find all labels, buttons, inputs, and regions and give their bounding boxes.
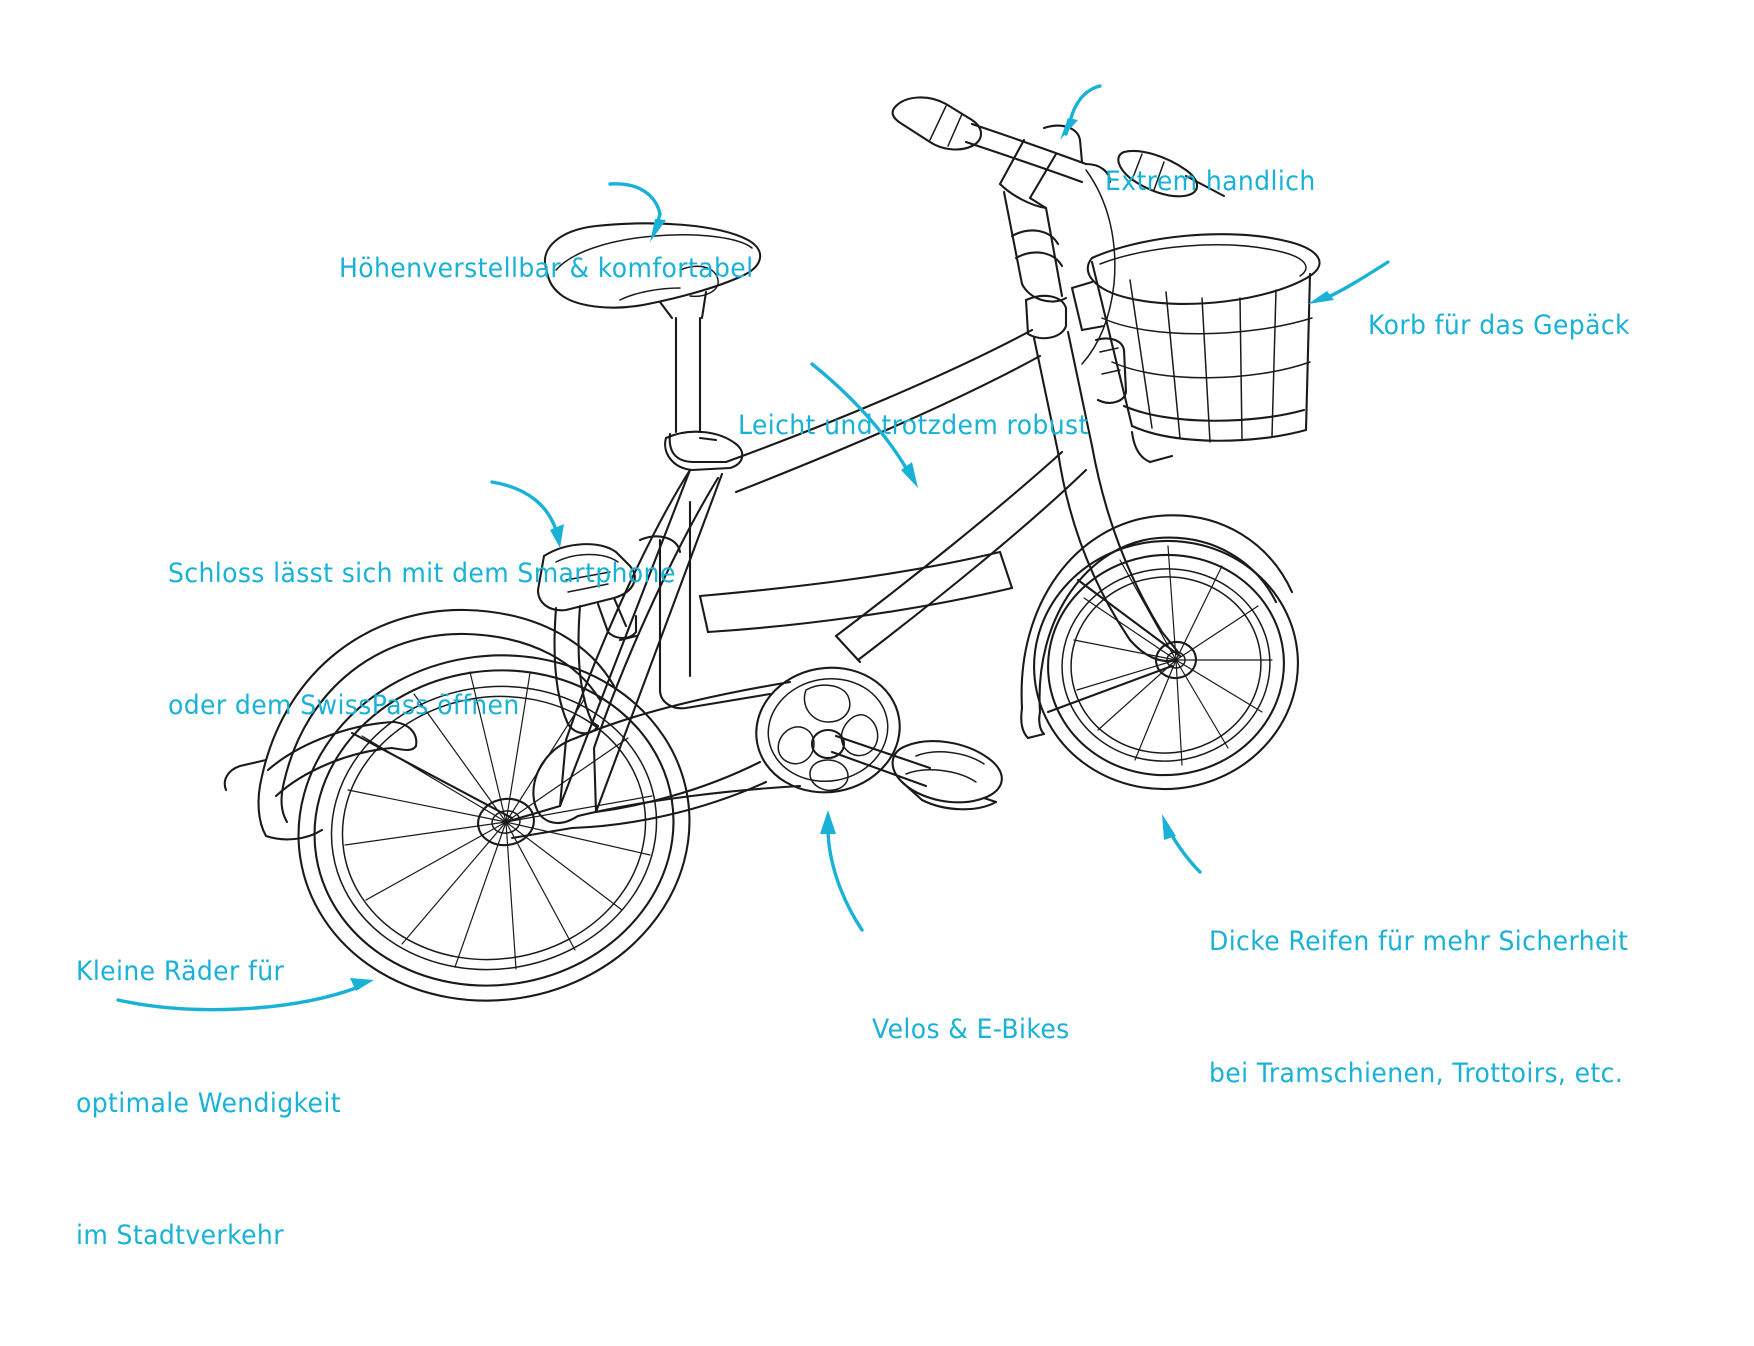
smart-lock xyxy=(536,535,682,735)
annotation-line: Velos & E-Bikes xyxy=(872,1014,1070,1045)
bicycle-illustration: .ln { fill:none; stroke:#1a1a1a; stroke-… xyxy=(116,84,1390,1012)
annotation-line: oder dem SwissPass öffnen xyxy=(168,690,520,721)
annotation-dicke-reifen: Dicke Reifen für mehr Sicherheit bei Tra… xyxy=(1209,832,1628,1184)
rear-fender xyxy=(223,608,616,841)
annotation-line: Kleine Räder für xyxy=(76,956,285,987)
annotation-line: Schloss lässt sich mit dem Smartphone xyxy=(168,558,676,589)
annotation-kleine-raeder: Kleine Räder für optimale Wendigkeit im … xyxy=(76,862,341,1346)
front-fender xyxy=(1020,514,1294,740)
annotation-line: optimale Wendigkeit xyxy=(76,1088,341,1119)
rear-carrier xyxy=(266,720,418,798)
infographic-canvas: .ln { fill:none; stroke:#1a1a1a; stroke-… xyxy=(76,72,1630,1251)
rear-wheel xyxy=(297,654,691,1002)
annotation-line: im Stadtverkehr xyxy=(76,1220,284,1251)
arrow-extrem-handlich xyxy=(1060,84,1102,140)
arrow-schloss xyxy=(490,480,564,548)
arrow-korb xyxy=(1308,260,1390,304)
annotation-velos-ebikes: Velos & E-Bikes xyxy=(872,920,1070,1140)
annotation-schloss: Schloss lässt sich mit dem Smartphone od… xyxy=(168,464,676,816)
bicycle-frame xyxy=(504,316,1088,840)
annotation-line: Höhenverstellbar & komfortabel xyxy=(339,253,754,284)
arrow-dicke-reifen xyxy=(1162,814,1202,874)
front-wheel xyxy=(1033,539,1299,791)
basket xyxy=(1070,233,1321,464)
arrow-hoehenverstellbar xyxy=(608,182,666,242)
annotation-line: Leicht und trotzdem robust xyxy=(738,410,1089,441)
annotation-line: bei Tramschienen, Trottoirs, etc. xyxy=(1209,1058,1624,1089)
annotation-line: Dicke Reifen für mehr Sicherheit xyxy=(1209,926,1629,957)
chaincase-crank xyxy=(532,666,1003,825)
annotation-extrem-handlich: Extrem handlich xyxy=(1105,72,1316,292)
annotation-leicht-robust: Leicht und trotzdem robust xyxy=(738,316,1089,536)
arrow-kleine-raeder xyxy=(116,978,374,1012)
arrow-leicht xyxy=(810,362,918,488)
arrow-velos-ebikes xyxy=(820,810,864,932)
annotation-line: Extrem handlich xyxy=(1105,166,1316,197)
annotation-line: Korb für das Gepäck xyxy=(1368,310,1630,341)
annotation-hoehenverstellbar: Höhenverstellbar & komfortabel xyxy=(339,159,753,379)
annotation-korb: Korb für das Gepäck xyxy=(1368,216,1630,436)
